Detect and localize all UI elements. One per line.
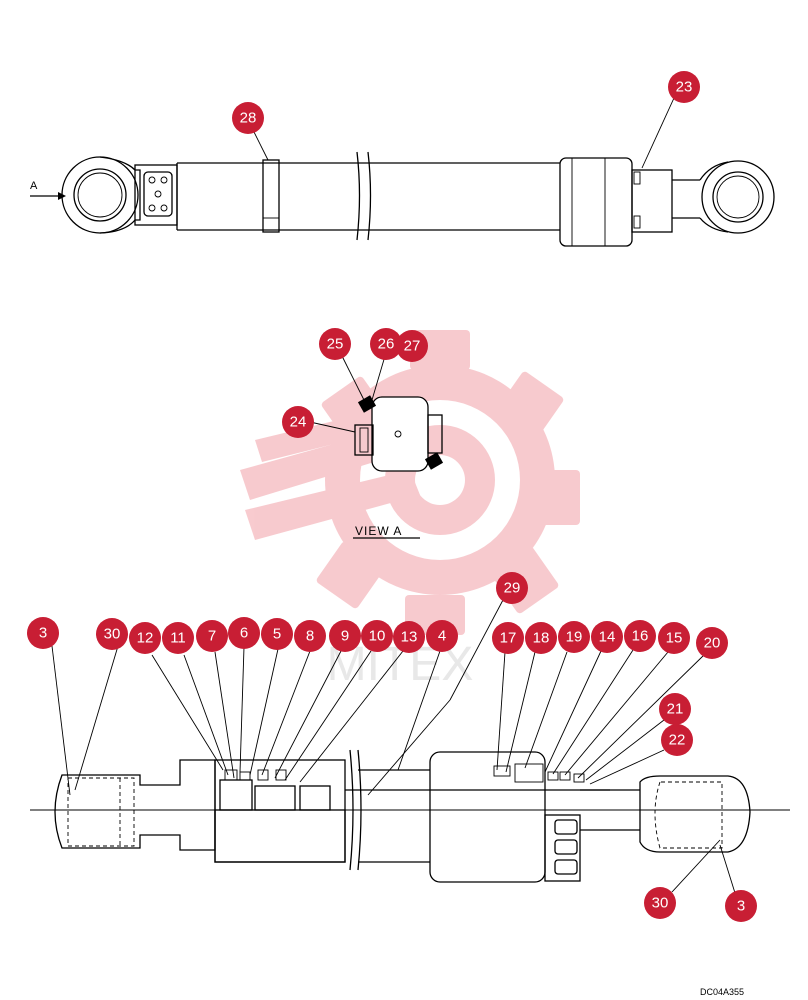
svg-text:24: 24 [290,414,307,431]
svg-text:22: 22 [669,732,686,749]
svg-text:15: 15 [666,630,683,647]
svg-text:3: 3 [39,625,47,642]
callout-17: 17 [492,622,524,654]
svg-text:11: 11 [170,630,186,647]
svg-text:13: 13 [401,629,418,646]
watermark-logo [240,330,580,635]
svg-text:5: 5 [273,626,281,643]
callout-10: 10 [361,620,393,652]
drawing-code: DC04A355 [700,987,744,997]
callout-23: 23 [668,71,700,103]
callout-25: 25 [319,328,351,360]
svg-text:4: 4 [438,628,446,645]
callout-19: 19 [558,621,590,653]
callout-30-right: 30 [644,887,676,919]
view-a-detail: VIEW A [353,395,444,539]
callout-30-left: 30 [96,618,128,650]
svg-text:27: 27 [404,338,421,355]
callout-13: 13 [393,621,425,653]
svg-text:18: 18 [533,630,550,647]
svg-text:14: 14 [599,629,616,646]
callout-9: 9 [329,620,361,652]
view-a-label: VIEW A [355,524,402,538]
callout-14: 14 [591,621,623,653]
callout-29: 29 [496,572,528,604]
callout-16: 16 [624,620,656,652]
svg-text:28: 28 [240,110,257,127]
svg-text:26: 26 [378,336,395,353]
svg-text:10: 10 [369,628,386,645]
callout-6: 6 [228,617,260,649]
callout-15: 15 [658,622,690,654]
svg-text:3: 3 [737,898,745,915]
callout-28: 28 [232,102,264,134]
svg-text:16: 16 [632,628,649,645]
callout-11: 11 [162,622,194,654]
svg-text:30: 30 [104,626,121,643]
callout-5: 5 [261,618,293,650]
svg-text:17: 17 [500,630,517,647]
svg-text:7: 7 [208,628,216,645]
svg-text:25: 25 [327,336,344,353]
svg-text:30: 30 [652,895,669,912]
svg-text:23: 23 [676,79,693,96]
svg-text:19: 19 [566,629,583,646]
cylinder-section [30,749,790,883]
callout-22: 22 [661,724,693,756]
cylinder-exterior: A [30,151,775,247]
svg-text:20: 20 [704,635,721,652]
svg-text:9: 9 [341,628,349,645]
callout-3-right: 3 [725,890,757,922]
callout-8: 8 [294,620,326,652]
callout-20: 20 [696,627,728,659]
callout-26: 26 [370,328,402,360]
callout-7: 7 [196,620,228,652]
svg-text:8: 8 [306,628,314,645]
callout-24: 24 [282,406,314,438]
section-leader-lines [51,599,736,894]
callout-27: 27 [396,330,428,362]
svg-text:21: 21 [667,701,684,718]
svg-text:29: 29 [504,580,521,597]
svg-text:12: 12 [137,630,154,647]
svg-text:6: 6 [240,625,248,642]
callout-12: 12 [129,622,161,654]
callout-18: 18 [525,622,557,654]
callout-21: 21 [659,693,691,725]
arrow-a-label: A [30,180,38,192]
callout-4: 4 [426,620,458,652]
callout-3-left: 3 [27,617,59,649]
